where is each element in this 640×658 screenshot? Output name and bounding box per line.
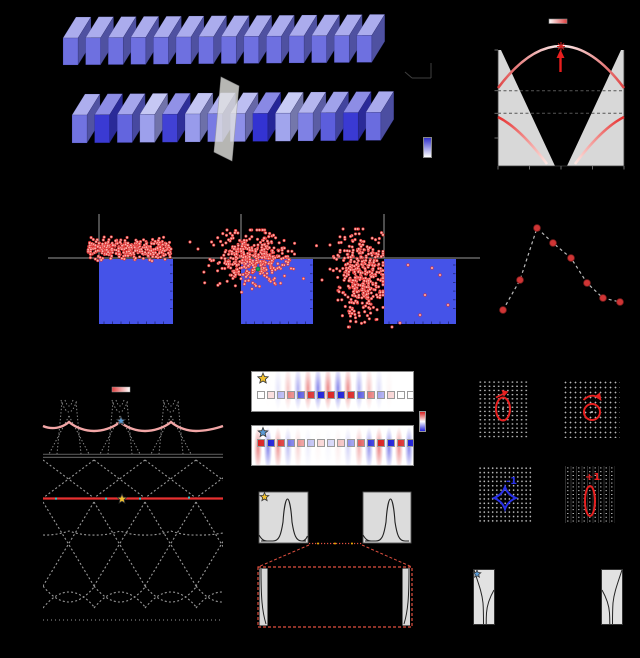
scatter-cloud-2	[202, 228, 342, 294]
panel-c-scatter-panels	[48, 214, 480, 329]
lower-band-left	[497, 115, 549, 165]
site-square	[286, 439, 295, 447]
site-square	[316, 391, 325, 399]
gray-band-mesh	[43, 459, 223, 621]
site-square	[346, 391, 355, 399]
panel-d-dot-plot	[499, 224, 624, 314]
light-cone-right	[567, 50, 624, 166]
winding-label-bl: -1	[506, 476, 517, 487]
light-cone-left	[498, 50, 555, 166]
square-ticks	[103, 264, 173, 324]
panel-b-band-structure	[494, 18, 626, 170]
dotted-cones	[48, 399, 192, 455]
zoom-inset-box	[257, 566, 413, 628]
data-points	[499, 224, 624, 314]
green-marker-dot	[255, 266, 261, 272]
edge-state-dots	[317, 542, 353, 545]
zoom-connector-lines	[257, 544, 413, 568]
axes-triad-icon	[404, 63, 432, 79]
circulation-arrow-tr	[582, 392, 602, 401]
inset-strip-right	[402, 568, 410, 626]
disordered-chain	[71, 90, 395, 144]
vortex-loop-tl	[495, 396, 511, 422]
pump-arrow	[556, 49, 565, 72]
cyan-markers	[55, 496, 190, 500]
antivortex-loop-bl	[491, 483, 519, 513]
mode-profile-strip-1	[251, 371, 414, 412]
site-square	[387, 439, 396, 447]
panel-a-box-chains	[62, 13, 395, 162]
vortex-core-dot-tr	[591, 411, 593, 413]
scatter-cloud-3	[328, 227, 450, 329]
panel-e-colorbar	[111, 386, 131, 393]
spectrum-box-right	[362, 491, 412, 544]
winding-label-br: +1	[585, 472, 600, 483]
site-square	[296, 391, 305, 399]
site-square	[336, 439, 345, 447]
uniform-chain	[62, 13, 386, 66]
scatter-cloud-1	[86, 235, 200, 263]
site-square	[276, 391, 285, 399]
site-square	[367, 391, 376, 399]
apex-marker	[557, 42, 565, 51]
panel-a-colorbar	[423, 137, 432, 158]
blue-square-3	[384, 259, 456, 324]
site-square	[336, 391, 345, 399]
site-square	[397, 391, 406, 399]
site-square	[296, 439, 305, 447]
site-square	[397, 439, 406, 447]
site-square	[256, 439, 265, 447]
vortex-core-dot-tl	[502, 408, 504, 410]
site-square	[306, 439, 315, 447]
vortex-loop-br	[584, 485, 596, 517]
dashed-levels	[498, 90, 624, 114]
square-ticks	[388, 264, 456, 324]
double-line	[43, 453, 223, 459]
panel-h-annotations: -1 +1	[491, 390, 602, 517]
site-square	[326, 439, 335, 447]
mode-profile-strip-2	[251, 425, 414, 466]
site-square	[266, 391, 275, 399]
blue-square-1	[99, 259, 173, 324]
panel-f-colorbar	[419, 411, 426, 432]
panel-e-floquet-bands	[42, 386, 224, 621]
panel-b-colorbar	[548, 18, 568, 24]
peak-curves	[258, 498, 409, 542]
site-square	[266, 439, 275, 447]
vortex-field-bottom-left	[478, 466, 533, 523]
site-square	[346, 439, 355, 447]
site-square	[387, 391, 396, 399]
pink-band	[42, 420, 224, 433]
site-square	[316, 439, 325, 447]
vortex-loop-tr	[583, 403, 601, 421]
site-square	[377, 439, 386, 447]
site-square	[357, 391, 365, 399]
vortex-field-top-right	[563, 380, 620, 438]
site-square	[377, 391, 386, 399]
site-square	[407, 391, 413, 399]
vortex-field-bottom-right	[565, 466, 615, 523]
site-square	[256, 391, 265, 399]
site-square	[407, 439, 413, 447]
site-square	[306, 391, 315, 399]
panel-g-spectra	[257, 491, 413, 628]
inset-strip-left	[259, 568, 268, 626]
site-square	[276, 439, 285, 447]
lower-band-right	[573, 115, 625, 165]
cut-plane	[213, 76, 240, 162]
inset-curves	[260, 568, 410, 625]
site-square	[326, 391, 335, 399]
site-square	[286, 391, 295, 399]
panel-b-ticks	[494, 49, 625, 170]
square-ticks	[245, 264, 313, 324]
site-square	[357, 439, 365, 447]
panel-i-curves	[473, 569, 623, 625]
site-square	[367, 439, 376, 447]
circulation-arrow-tl	[495, 390, 509, 399]
